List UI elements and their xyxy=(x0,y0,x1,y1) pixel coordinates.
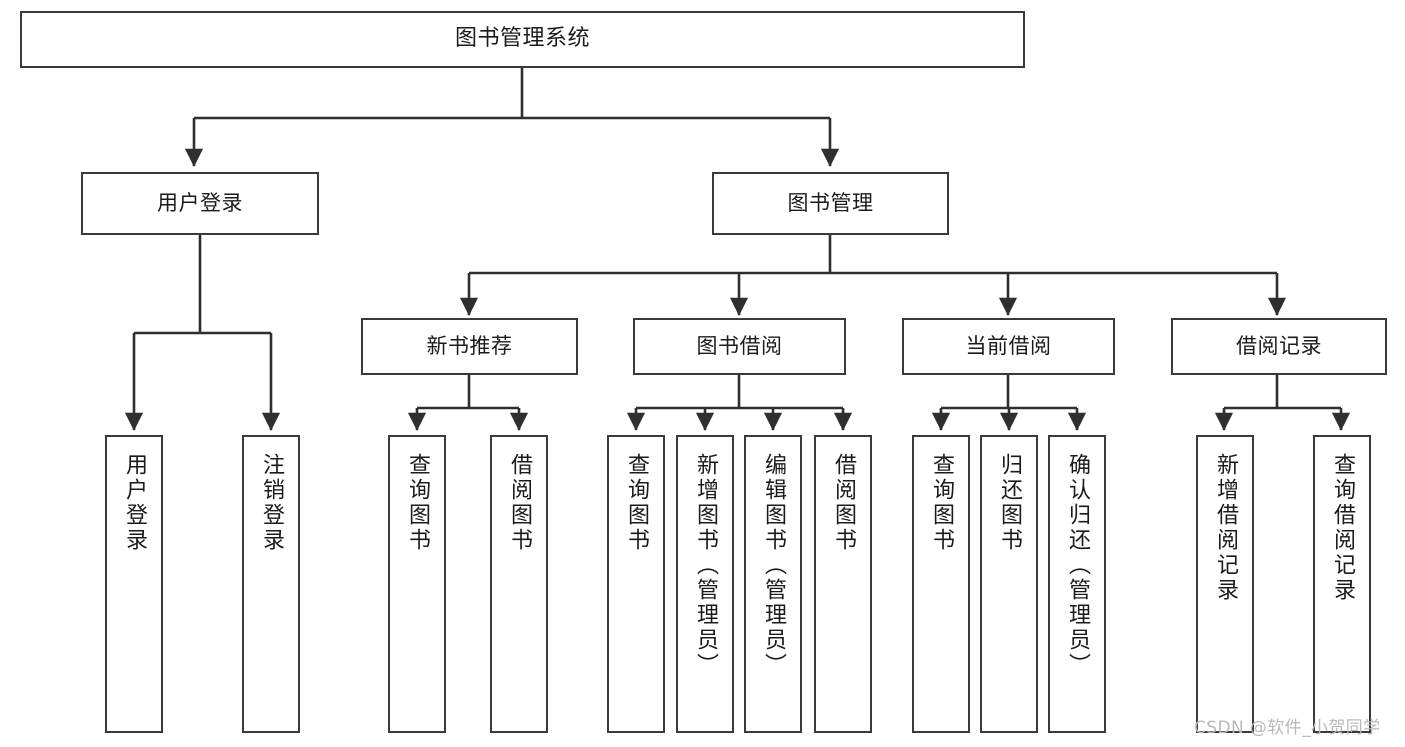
node-label: 借阅记录 xyxy=(1236,333,1322,358)
leaf-edit-book-admin[interactable]: 编辑图书（管理员） xyxy=(744,435,802,733)
node-label: 用户登录 xyxy=(122,453,147,553)
node-label: 归还图书 xyxy=(997,453,1022,553)
leaf-user-login[interactable]: 用户登录 xyxy=(105,435,163,733)
node-label: 编辑图书（管理员） xyxy=(761,453,786,678)
leaf-query-borrow-record[interactable]: 查询借阅记录 xyxy=(1313,435,1371,733)
node-borrowing-record[interactable]: 借阅记录 xyxy=(1171,318,1387,375)
node-label: 当前借阅 xyxy=(965,333,1052,358)
node-label: 查询图书 xyxy=(929,453,954,553)
leaf-add-borrow-record[interactable]: 新增借阅记录 xyxy=(1196,435,1254,733)
node-label: 注销登录 xyxy=(259,453,284,553)
node-new-book-recommendation[interactable]: 新书推荐 xyxy=(361,318,578,375)
node-label: 查询图书 xyxy=(405,453,430,553)
csdn-watermark: CSDN @软件_小贺同学 xyxy=(1194,718,1381,738)
node-book-management[interactable]: 图书管理 xyxy=(712,172,949,235)
leaf-query-book-3[interactable]: 查询图书 xyxy=(912,435,970,733)
node-label: 图书管理系统 xyxy=(454,26,590,52)
leaf-return-book[interactable]: 归还图书 xyxy=(980,435,1038,733)
node-label: 查询借阅记录 xyxy=(1330,453,1355,603)
node-label: 新增图书（管理员） xyxy=(693,453,718,678)
leaf-borrow-book-1[interactable]: 借阅图书 xyxy=(490,435,548,733)
node-label: 新增借阅记录 xyxy=(1213,453,1238,603)
leaf-add-book-admin[interactable]: 新增图书（管理员） xyxy=(676,435,734,733)
node-label: 图书管理 xyxy=(787,190,874,215)
node-root-book-management-system[interactable]: 图书管理系统 xyxy=(20,11,1025,68)
node-label: 查询图书 xyxy=(624,453,649,553)
node-current-borrowing[interactable]: 当前借阅 xyxy=(902,318,1115,375)
leaf-query-book-2[interactable]: 查询图书 xyxy=(607,435,665,733)
node-label: 新书推荐 xyxy=(426,333,513,358)
leaf-borrow-book-2[interactable]: 借阅图书 xyxy=(814,435,872,733)
leaf-confirm-return-admin[interactable]: 确认归还（管理员） xyxy=(1048,435,1106,733)
node-user-login[interactable]: 用户登录 xyxy=(81,172,319,235)
leaf-user-logout[interactable]: 注销登录 xyxy=(242,435,300,733)
node-label: 图书借阅 xyxy=(696,333,783,358)
node-label: 借阅图书 xyxy=(507,453,532,553)
node-label: 确认归还（管理员） xyxy=(1065,453,1090,678)
node-book-borrowing[interactable]: 图书借阅 xyxy=(633,318,846,375)
leaf-query-book-1[interactable]: 查询图书 xyxy=(388,435,446,733)
node-label: 用户登录 xyxy=(157,190,243,215)
node-label: 借阅图书 xyxy=(831,453,856,553)
